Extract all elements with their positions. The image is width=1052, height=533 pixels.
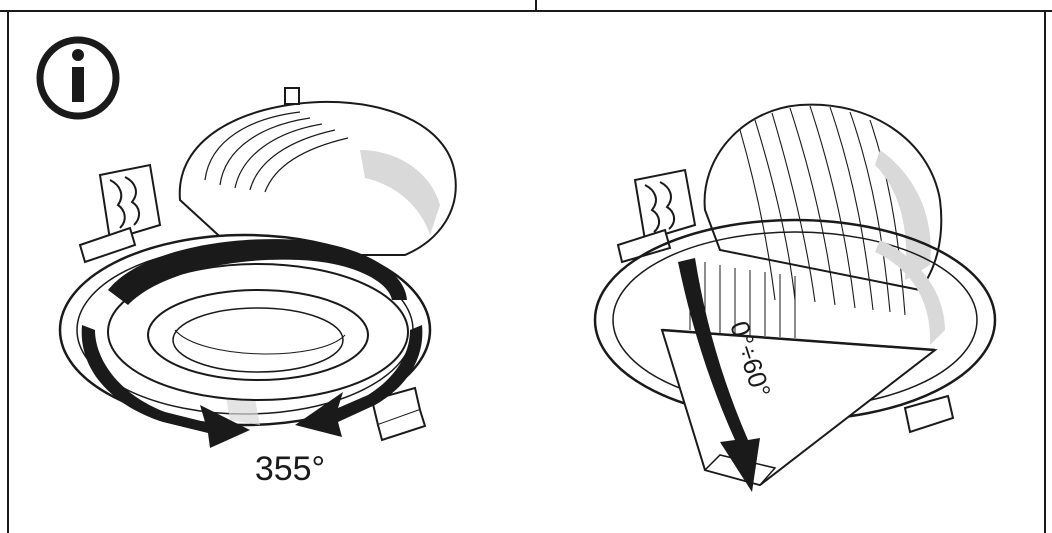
right-bottom-clip: [903, 394, 955, 434]
left-top-screw: [284, 87, 300, 105]
left-lamp-illustration: [58, 87, 457, 448]
right-spring-clip: [616, 168, 697, 264]
rotate-arrows-icon: [81, 239, 423, 448]
rotation-angle-label: 355°: [255, 450, 325, 488]
left-lens-inner: [172, 307, 344, 373]
left-spring-clip: [78, 163, 162, 264]
tilt-arrow-icon: [678, 258, 760, 492]
info-icon: [36, 36, 120, 120]
left-housing-ribs: [204, 111, 349, 193]
right-lamp-illustration: [593, 103, 997, 492]
